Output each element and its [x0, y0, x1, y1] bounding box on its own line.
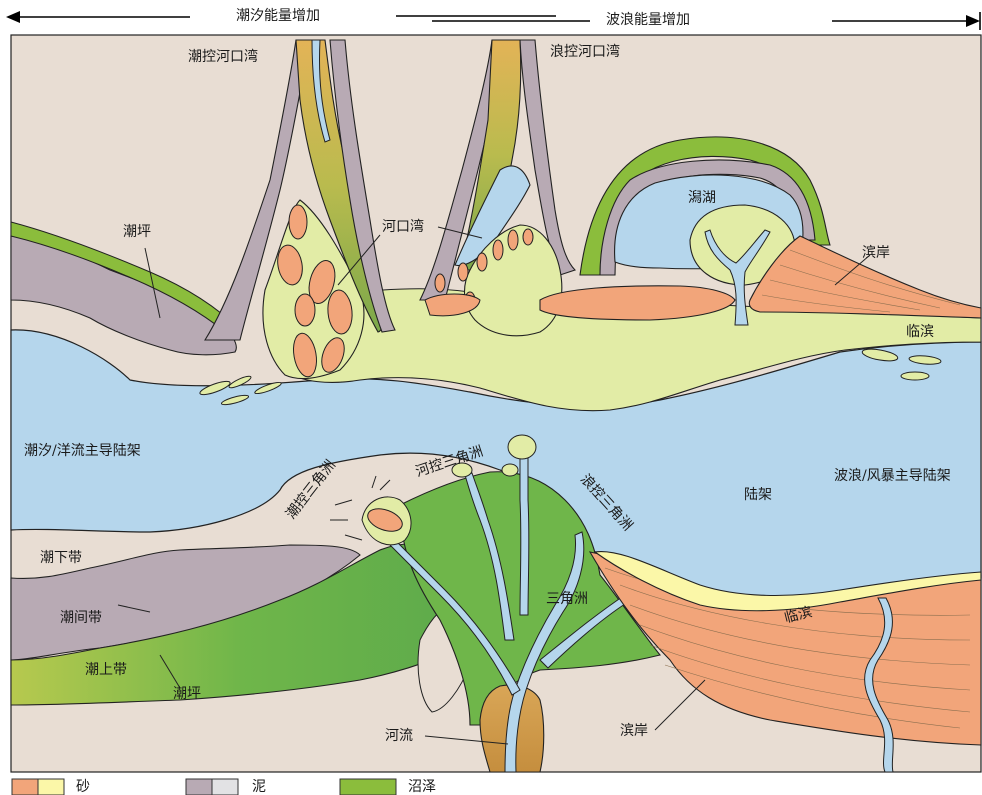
legend-sand-label: 砂 — [76, 779, 90, 795]
wave-energy-label: 波浪能量增加 — [602, 13, 694, 27]
tidal-flat-top-label: 潮坪 — [123, 224, 151, 240]
tidal-flat-bottom-label: 潮坪 — [173, 686, 201, 702]
estuary-bay-label: 河口湾 — [382, 219, 424, 235]
lagoon-label: 潟湖 — [688, 190, 716, 206]
wave-estuary-label: 浪控河口湾 — [550, 44, 620, 60]
lower-belt — [10, 434, 982, 773]
wave-shelf-label: 波浪/风暴主导陆架 — [834, 468, 951, 484]
tide-shelf-label: 潮汐/洋流主导陆架 — [24, 443, 141, 459]
supratidal-label: 潮上带 — [85, 662, 127, 678]
intertidal-label: 潮间带 — [60, 610, 102, 626]
river-label: 河流 — [385, 728, 413, 744]
beach-bottom-label: 滨岸 — [620, 723, 648, 739]
tide-energy-label: 潮汐能量增加 — [232, 9, 324, 23]
energy-arrows — [6, 11, 981, 30]
legend-mud-label: 泥 — [252, 779, 266, 795]
legend-swatches — [11, 778, 397, 795]
delta-label: 三角洲 — [546, 591, 588, 607]
shelf-label: 陆架 — [744, 487, 772, 503]
legend-marsh-label: 沼泽 — [408, 779, 436, 795]
tide-estuary-label: 潮控河口湾 — [188, 49, 258, 65]
upper-belt — [10, 39, 982, 412]
leader-lines — [117, 226, 871, 745]
beach-top-label: 滨岸 — [862, 245, 890, 261]
shoreface-top-label: 临滨 — [906, 324, 934, 340]
subtidal-label: 潮下带 — [40, 550, 82, 566]
